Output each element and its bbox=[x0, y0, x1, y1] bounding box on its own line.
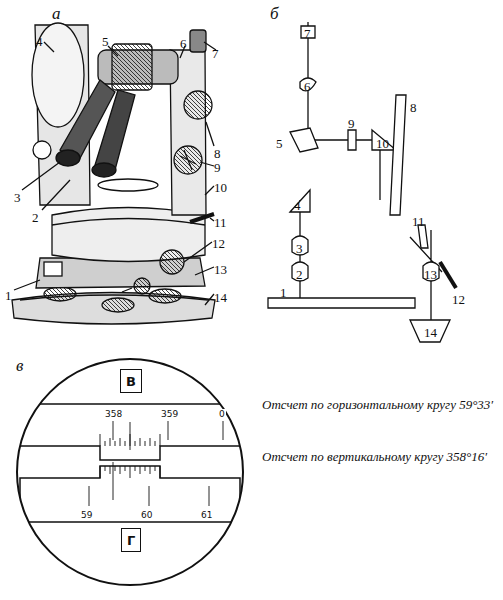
callout-number: 1 bbox=[280, 285, 287, 301]
callout-number: 14 bbox=[214, 290, 227, 306]
scale-tick bbox=[209, 486, 210, 506]
callout-number: 7 bbox=[304, 26, 311, 42]
scale-number: 60 bbox=[140, 510, 153, 520]
scale-tick bbox=[89, 486, 90, 506]
callout-number: 9 bbox=[348, 116, 355, 132]
callout-number: 7 bbox=[212, 46, 219, 62]
optical-scheme bbox=[268, 22, 456, 342]
callout-number: 9 bbox=[214, 160, 221, 176]
scale-tick bbox=[125, 466, 126, 471]
scale-tick bbox=[145, 441, 146, 446]
callout-number: 2 bbox=[296, 267, 303, 283]
panel-letter: б bbox=[270, 4, 279, 24]
theodolite-drawing bbox=[12, 23, 216, 324]
scale-number: 0 bbox=[218, 409, 226, 419]
callout-number: 2 bbox=[32, 210, 39, 226]
callout-number: 4 bbox=[36, 34, 43, 50]
callout-number: 6 bbox=[180, 36, 187, 52]
scale-tick bbox=[155, 466, 156, 471]
callout-number: 8 bbox=[410, 100, 417, 116]
scale-tick bbox=[110, 466, 111, 474]
callout-number: 12 bbox=[212, 236, 225, 252]
scale-tick bbox=[105, 441, 106, 446]
scale-tick bbox=[168, 421, 169, 440]
scale-tick bbox=[130, 466, 131, 478]
callout-number: 5 bbox=[276, 136, 283, 152]
scale-tick bbox=[160, 466, 161, 478]
scale-tick bbox=[115, 466, 116, 471]
scale-number: 358 bbox=[104, 409, 123, 419]
scale-number: 61 bbox=[200, 510, 213, 520]
callout-number: 14 bbox=[424, 325, 437, 341]
panel-letter: в bbox=[16, 356, 23, 376]
callout-number: 5 bbox=[102, 34, 109, 50]
scale-tick bbox=[149, 486, 150, 506]
callout-number: 4 bbox=[294, 198, 301, 214]
callout-number: 6 bbox=[304, 79, 311, 95]
scale-tick bbox=[160, 434, 161, 446]
scale-tick bbox=[140, 438, 141, 446]
scale-tick bbox=[110, 438, 111, 446]
scale-tick bbox=[125, 441, 126, 446]
scale-tick bbox=[130, 422, 131, 450]
scale-tick bbox=[135, 466, 136, 471]
scale-tick bbox=[115, 441, 116, 446]
scale-tick bbox=[120, 466, 121, 474]
reading-note: Отсчет по горизонтальному кругу 59°33′ bbox=[262, 396, 494, 414]
callout-number: 10 bbox=[214, 180, 227, 196]
callout-number: 11 bbox=[412, 214, 425, 230]
scale-tag: Г bbox=[127, 533, 135, 548]
scale-number: 59 bbox=[80, 510, 93, 520]
panel-letter: а bbox=[52, 4, 61, 24]
scale-tag-box: В bbox=[120, 369, 142, 393]
scale-tick bbox=[120, 438, 121, 446]
scale-tick bbox=[113, 462, 114, 500]
scale-tag: В bbox=[126, 374, 136, 389]
callout-number: 13 bbox=[214, 262, 227, 278]
reading-note: Отсчет по вертикальному кругу 358°16′ bbox=[262, 448, 494, 466]
scale-tick bbox=[155, 441, 156, 446]
callout-number: 11 bbox=[214, 215, 227, 231]
scale-tick bbox=[140, 466, 141, 474]
scale-tick bbox=[223, 421, 224, 440]
scale-tick bbox=[100, 434, 101, 446]
callout-number: 13 bbox=[424, 267, 437, 283]
callout-number: 1 bbox=[5, 288, 12, 304]
scale-tick bbox=[135, 441, 136, 446]
callout-number: 10 bbox=[376, 136, 389, 152]
callout-number: 3 bbox=[14, 190, 21, 206]
scale-tag-box: Г bbox=[121, 528, 141, 552]
scale-number: 359 bbox=[160, 409, 179, 419]
scale-tick bbox=[100, 466, 101, 478]
scale-tick bbox=[150, 466, 151, 474]
scale-tick bbox=[113, 421, 114, 440]
scale-tick bbox=[150, 438, 151, 446]
scale-tick bbox=[145, 466, 146, 471]
scale-tick bbox=[105, 466, 106, 471]
reading-field bbox=[17, 359, 243, 585]
callout-number: 8 bbox=[214, 146, 221, 162]
callout-number: 3 bbox=[296, 241, 303, 257]
callout-number: 12 bbox=[452, 292, 465, 308]
